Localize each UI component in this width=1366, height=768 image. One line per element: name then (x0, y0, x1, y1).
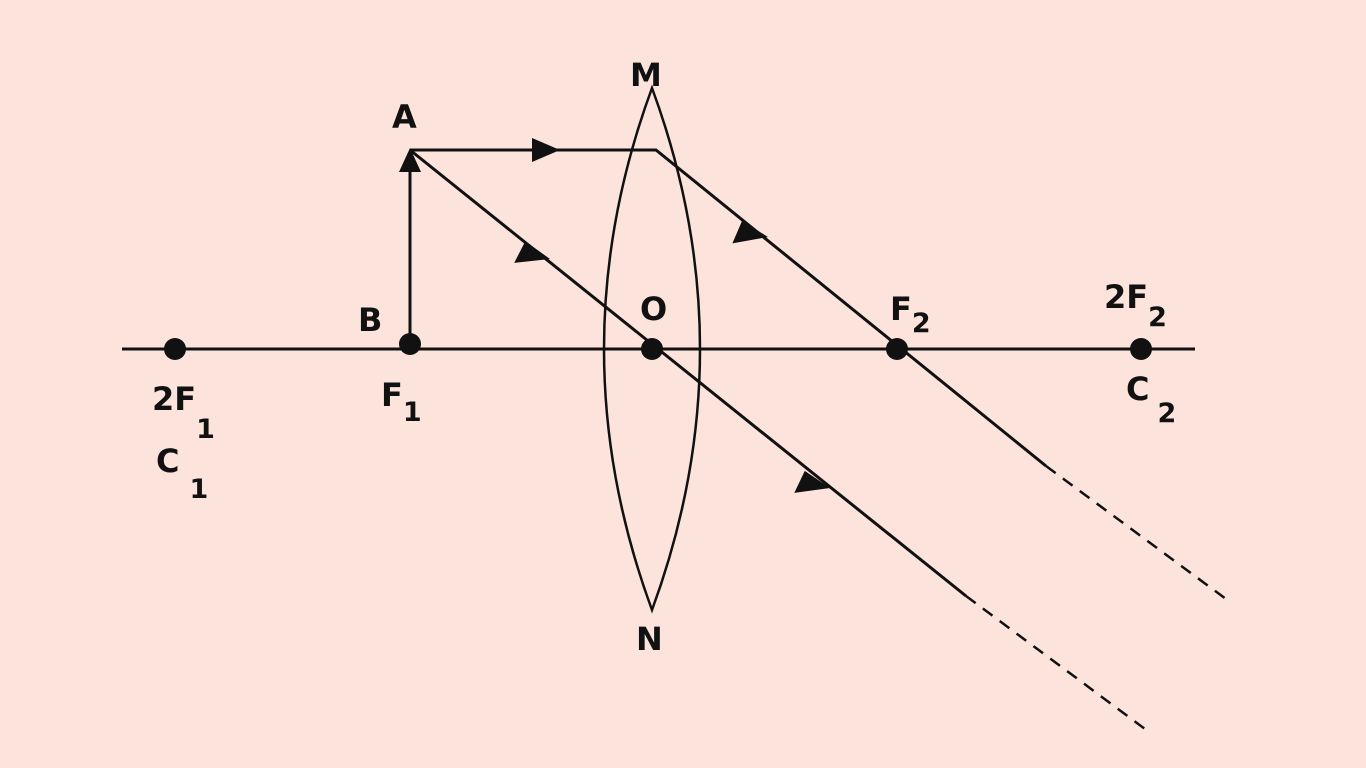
label-F2-sub: 2 (912, 308, 931, 339)
label-B: B (358, 301, 382, 339)
label-2F1: 2F1 (152, 380, 215, 445)
label-F2-base: F (890, 290, 912, 328)
ray-arrow-head-4 (794, 470, 830, 493)
label-C2-sub: 2 (1157, 398, 1176, 429)
label-O: O (640, 290, 667, 328)
label-C1: C1 (156, 442, 208, 505)
label-F2: F2 (890, 290, 931, 339)
point-F2 (886, 338, 908, 360)
point-O (641, 338, 663, 360)
ray-through-centre-extension (965, 594, 1146, 731)
label-C2-base: C (1126, 370, 1149, 408)
ray-through-centre (409, 148, 967, 598)
label-2F1-base: 2F (152, 380, 196, 418)
ray-parallel (410, 148, 1047, 468)
label-C2: C2 (1126, 370, 1176, 429)
label-2F2-base: 2F (1104, 278, 1148, 316)
label-A: A (392, 98, 417, 136)
label-F1: F1 (381, 376, 422, 428)
label-C1-base: C (156, 442, 179, 480)
object-arrow-head (399, 148, 421, 172)
label-2F2-sub: 2 (1148, 302, 1167, 333)
label-2F1-sub: 1 (196, 414, 215, 445)
convex-lens (602, 84, 702, 614)
point-2F2 (1130, 338, 1152, 360)
ray-arrow-head-3 (732, 221, 768, 244)
label-F1-sub: 1 (403, 397, 422, 428)
point-2F1 (164, 338, 186, 360)
label-M: M (630, 56, 662, 94)
ray-arrow-head-1 (532, 138, 560, 162)
label-N: N (636, 620, 663, 658)
label-2F2: 2F2 (1104, 278, 1167, 333)
label-C1-sub: 1 (189, 474, 208, 505)
label-F1-base: F (381, 376, 403, 414)
point-F1 (399, 333, 421, 355)
ray-parallel-extension (1045, 464, 1227, 601)
ray-arrow-head-2 (514, 241, 550, 263)
